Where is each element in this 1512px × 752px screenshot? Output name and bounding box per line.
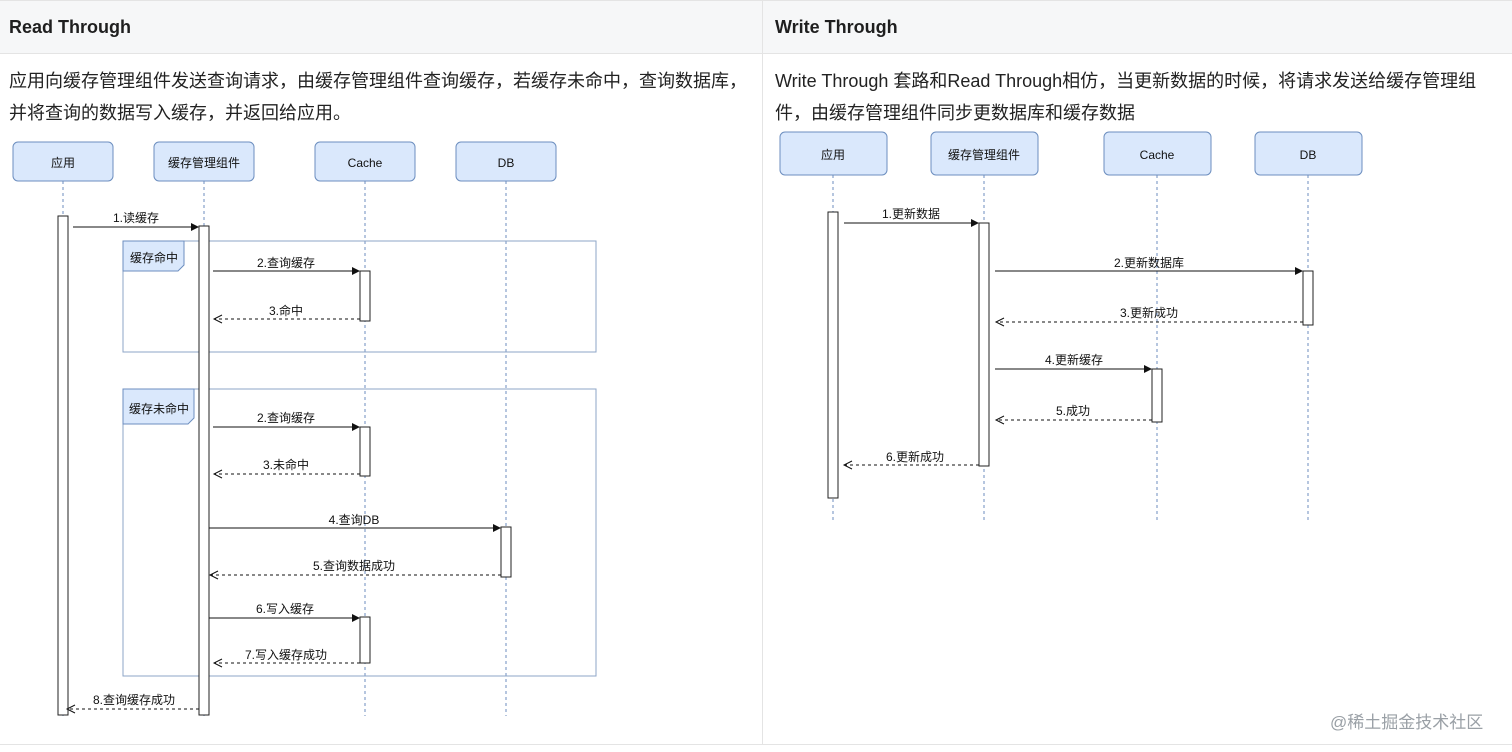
frame-cache-miss-tab [122,388,195,425]
msg-1-arrowhead [191,223,199,231]
msg-3a-arrowhead [212,314,223,324]
write-through-title: Write Through [775,17,898,37]
activation-db [500,526,512,578]
read-through-title: Read Through [9,17,131,37]
msg-2b-arrowhead [352,423,360,431]
msg-5-arrowhead [208,570,219,580]
participant-cache-label: Cache [348,156,383,170]
msg-1-label: 1.读缓存 [113,211,159,225]
frame-cache-miss [122,388,597,677]
activation-cache-3 [359,616,371,664]
write-through-diagram: 应用 缓存管理组件 Cache DB 1.更新数据 2.更新数据库 [779,131,1363,520]
wt-msg-6-label: 6.更新成功 [886,449,944,464]
wt-msg-3-label: 3.更新成功 [1120,305,1178,320]
msg-4-arrowhead [493,524,501,532]
wt-msg-6-arrowhead [842,460,853,470]
wt-msg-2-arrowhead [1295,267,1303,275]
write-through-header: Write Through [763,0,1512,54]
wt-participant-app-label: 应用 [821,147,845,162]
read-through-panel: Read Through 应用向缓存管理组件发送查询请求，由缓存管理组件查询缓存… [0,0,763,745]
msg-2b-label: 2.查询缓存 [257,411,315,425]
msg-8-label: 8.查询缓存成功 [93,693,175,707]
wt-activation-app [827,211,839,499]
write-through-panel: Write Through Write Through 套路和Read Thro… [763,0,1512,745]
msg-7-label: 7.写入缓存成功 [245,648,327,662]
wt-msg-3-arrowhead [994,317,1005,327]
activation-cache-1 [359,270,371,322]
wt-activation-db [1302,270,1314,326]
msg-2a-label: 2.查询缓存 [257,256,315,270]
msg-3b-label: 3.未命中 [263,457,309,472]
participant-db-label: DB [498,156,515,170]
wt-msg-2-label: 2.更新数据库 [1114,255,1184,270]
activation-cache-2 [359,426,371,477]
frame-cache-miss-label: 缓存未命中 [129,401,189,416]
frame-cache-hit-label: 缓存命中 [130,250,178,265]
wt-msg-1-label: 1.更新数据 [882,206,940,221]
watermark: @稀土掘金技术社区 [1330,713,1484,732]
msg-3b-arrowhead [212,469,223,479]
participant-cache-manager-label: 缓存管理组件 [168,155,240,170]
participant-app-label: 应用 [51,155,75,170]
wt-participant-db-label: DB [1300,148,1317,162]
msg-6-arrowhead [352,614,360,622]
frame-cache-hit [122,240,597,353]
msg-5-label: 5.查询数据成功 [313,558,395,573]
read-through-description: 应用向缓存管理组件发送查询请求，由缓存管理组件查询缓存，若缓存未命中，查询数据库… [9,71,747,123]
wt-participant-cache-label: Cache [1140,148,1175,162]
wt-activation-cache-manager [978,222,990,467]
wt-activation-cache [1151,368,1163,423]
msg-3a-label: 3.命中 [269,303,303,318]
write-through-description: Write Through 套路和Read Through相仿，当更新数据的时候… [775,71,1477,123]
frame-cache-hit-tab [122,240,185,272]
wt-msg-5-label: 5.成功 [1056,404,1090,418]
read-through-header: Read Through [0,0,762,54]
activation-app [57,215,69,716]
bottom-border [0,744,1512,745]
wt-msg-4-label: 4.更新缓存 [1045,352,1103,367]
msg-6-label: 6.写入缓存 [256,602,314,616]
activation-cache-manager [198,225,210,716]
msg-2a-arrowhead [352,267,360,275]
read-through-diagram: 应用 缓存管理组件 Cache DB 缓存命中 缓存未命中 [12,141,597,716]
wt-msg-4-arrowhead [1144,365,1152,373]
wt-msg-5-arrowhead [994,415,1005,425]
msg-7-arrowhead [212,658,223,668]
wt-participant-cache-manager-label: 缓存管理组件 [948,147,1020,162]
msg-4-label: 4.查询DB [329,513,380,527]
msg-8-arrowhead [65,704,76,714]
wt-msg-1-arrowhead [971,219,979,227]
